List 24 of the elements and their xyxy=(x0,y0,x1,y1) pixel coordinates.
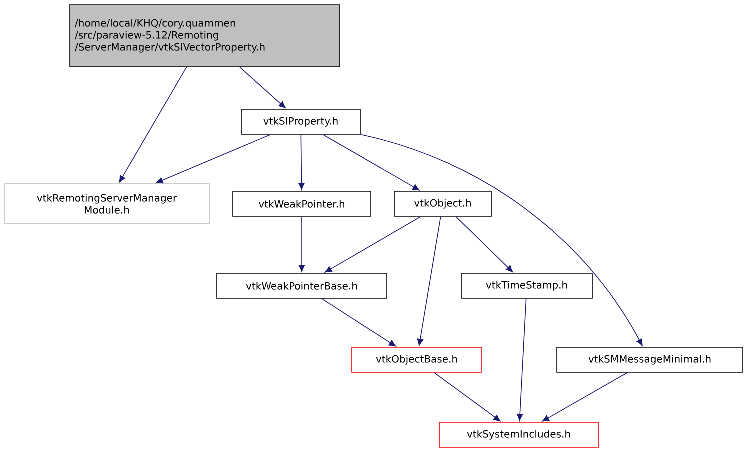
arrow xyxy=(240,67,286,109)
header-box: vtkSMMessageMinimal.h xyxy=(556,347,744,373)
source-file-box: /home/local/KHQ/cory.quammen /src/paraview-5.12/Remoting /ServerManager/vtkSIVectorProperty.h xyxy=(70,4,340,68)
arrow xyxy=(298,216,306,272)
header-box: vtkSystemIncludes.h xyxy=(439,422,599,448)
arrow xyxy=(298,134,305,190)
header-box: vtkObjectBase.h xyxy=(352,347,482,373)
header-box: vtkTimeStamp.h xyxy=(461,273,593,299)
arrow xyxy=(119,67,188,183)
arrow xyxy=(156,134,271,184)
header-box: vtkWeakPointer.h xyxy=(232,191,372,217)
arrow xyxy=(360,134,643,346)
arrow xyxy=(322,134,420,191)
arrow xyxy=(434,372,501,422)
header-box: vtkObject.h xyxy=(394,191,492,217)
header-box: vtkWeakPointerBase.h xyxy=(216,273,388,299)
arrow xyxy=(516,298,527,422)
arrow xyxy=(417,216,442,346)
header-box: vtkSIProperty.h xyxy=(241,109,361,135)
arrow xyxy=(322,298,396,347)
header-box: vtkRemotingServerManager Module.h xyxy=(4,184,210,224)
arrow xyxy=(542,372,628,422)
arrow xyxy=(325,216,422,273)
arrow xyxy=(456,216,514,272)
